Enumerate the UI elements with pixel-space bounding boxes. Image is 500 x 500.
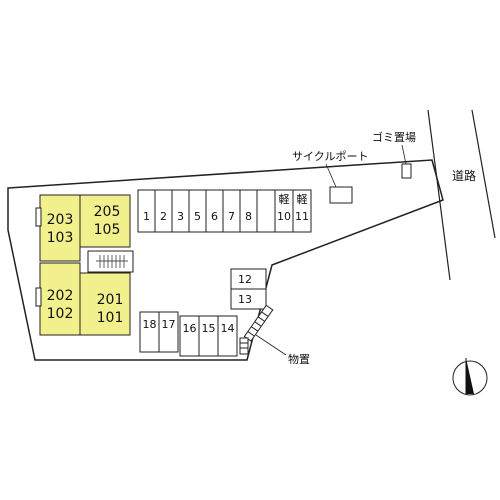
storage-label: 物置 (288, 352, 310, 366)
unit-label-lower: 103 (47, 230, 74, 246)
unit-top-right (79, 194, 131, 248)
parking-label: 14 (221, 322, 235, 335)
unit-notch (35, 287, 42, 307)
light-car-label: 軽 (279, 193, 290, 206)
building (35, 194, 134, 336)
unit-label-lower: 105 (94, 222, 121, 238)
parking-space-13 (230, 288, 267, 310)
garbage-label: ゴミ置場 (372, 130, 416, 144)
parking-label: 2 (160, 210, 167, 223)
cycle-port-leader (325, 163, 337, 188)
parking-label: 13 (238, 293, 252, 306)
unit-label-lower: 102 (47, 306, 74, 322)
unit-label-lower: 101 (97, 310, 124, 326)
parking-bottom-row (139, 311, 238, 357)
stair-hatch (96, 255, 128, 268)
road-line-right (471, 109, 496, 239)
road-line-left (427, 109, 451, 281)
parking-label: 11 (295, 210, 309, 223)
storage-leader (255, 334, 287, 356)
unit-bot-right (79, 272, 131, 336)
unit-bot-left (39, 262, 81, 336)
parking-label: 6 (211, 210, 218, 223)
parking-label: 12 (238, 273, 252, 286)
unit-label-upper: 205 (94, 204, 121, 220)
parking-label: 15 (202, 322, 216, 335)
unit-label-upper: 201 (97, 292, 124, 308)
road-label: 道路 (452, 168, 476, 183)
light-car-label: 軽 (297, 193, 308, 206)
garbage-box (401, 163, 412, 179)
parking-label: 8 (245, 210, 252, 223)
stair-block (87, 250, 134, 273)
parking-top-row (137, 189, 312, 233)
parking-label: 5 (194, 210, 201, 223)
parking-label: 10 (277, 210, 291, 223)
cycle-port-box (329, 186, 353, 204)
unit-top-left (39, 194, 81, 262)
parking-top-labels: 1 2 3 5 6 7 8 軽 軽 10 11 (143, 193, 309, 223)
parking-label: 18 (143, 318, 157, 331)
parking-label: 16 (183, 322, 197, 335)
parking-label: 7 (228, 210, 235, 223)
storage-sheds (239, 304, 274, 355)
garbage-leader (401, 144, 407, 165)
unit-label-upper: 203 (47, 212, 74, 228)
unit-label-upper: 202 (47, 288, 74, 304)
site-boundary (7, 159, 444, 361)
parking-label: 1 (143, 210, 150, 223)
parking-label: 17 (162, 318, 176, 331)
north-arrow-icon (452, 358, 488, 396)
cycle-port-label: サイクルポート (292, 150, 368, 163)
unit-notch (35, 207, 42, 227)
parking-label: 3 (177, 210, 184, 223)
